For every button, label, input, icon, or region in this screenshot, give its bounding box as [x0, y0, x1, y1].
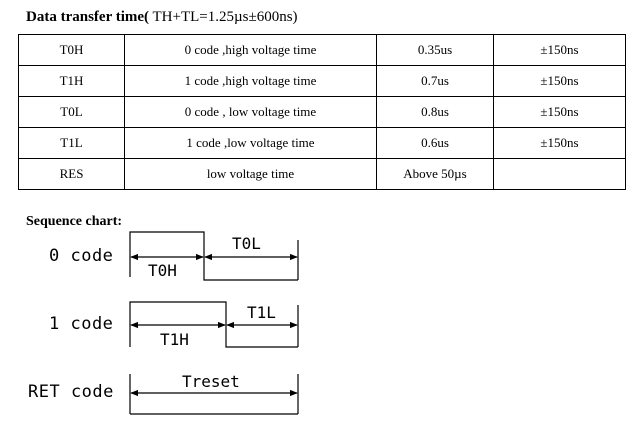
section-title: Data transfer time( TH+TL=1.25µs±600ns) [26, 9, 298, 26]
table-row: T1H 1 code ,high voltage time 0.7us ±150… [18, 65, 626, 97]
t0h-label: T0H [148, 261, 177, 280]
t1h-label: T1H [160, 330, 189, 349]
table-cell-name: T1L [18, 127, 125, 159]
table-cell-description: low voltage time [124, 158, 377, 190]
table-cell-value: 0.7us [376, 65, 494, 97]
table-cell-tolerance: ±150ns [493, 65, 626, 97]
zero-code-label: 0 code [49, 246, 114, 266]
title-rest: TH+TL=1.25µs±600ns) [149, 9, 298, 25]
zero-code-signal [129, 231, 298, 281]
table-cell-name: T1H [18, 65, 125, 97]
one-code-signal [129, 301, 298, 348]
table-row: RES low voltage time Above 50µs [18, 158, 626, 190]
table-cell-description: 0 code , low voltage time [124, 96, 377, 128]
table-cell-value: Above 50µs [376, 158, 494, 190]
table-cell-description: 1 code ,high voltage time [124, 65, 377, 97]
table-cell-name: RES [18, 158, 125, 190]
table-cell-tolerance [493, 158, 626, 190]
ret-code-waveform [129, 374, 299, 415]
table-row: T0H 0 code ,high voltage time 0.35us ±15… [18, 34, 626, 66]
table-cell-description: 1 code ,low voltage time [124, 127, 377, 159]
treset-label: Treset [182, 372, 240, 391]
t1l-label: T1L [247, 303, 276, 322]
one-code-label: 1 code [49, 314, 114, 334]
timing-table: T0H 0 code ,high voltage time 0.35us ±15… [18, 34, 626, 190]
table-cell-tolerance: ±150ns [493, 127, 626, 159]
table-row: T1L 1 code ,low voltage time 0.6us ±150n… [18, 127, 626, 159]
sequence-chart-title: Sequence chart: [26, 214, 123, 229]
zero-code-waveform [129, 231, 299, 281]
one-code-waveform [129, 301, 299, 348]
table-cell-tolerance: ±150ns [493, 34, 626, 66]
title-bold: Data transfer time( [26, 9, 150, 25]
t0l-label: T0L [232, 234, 261, 253]
ret-code-label: RET code [28, 382, 114, 402]
